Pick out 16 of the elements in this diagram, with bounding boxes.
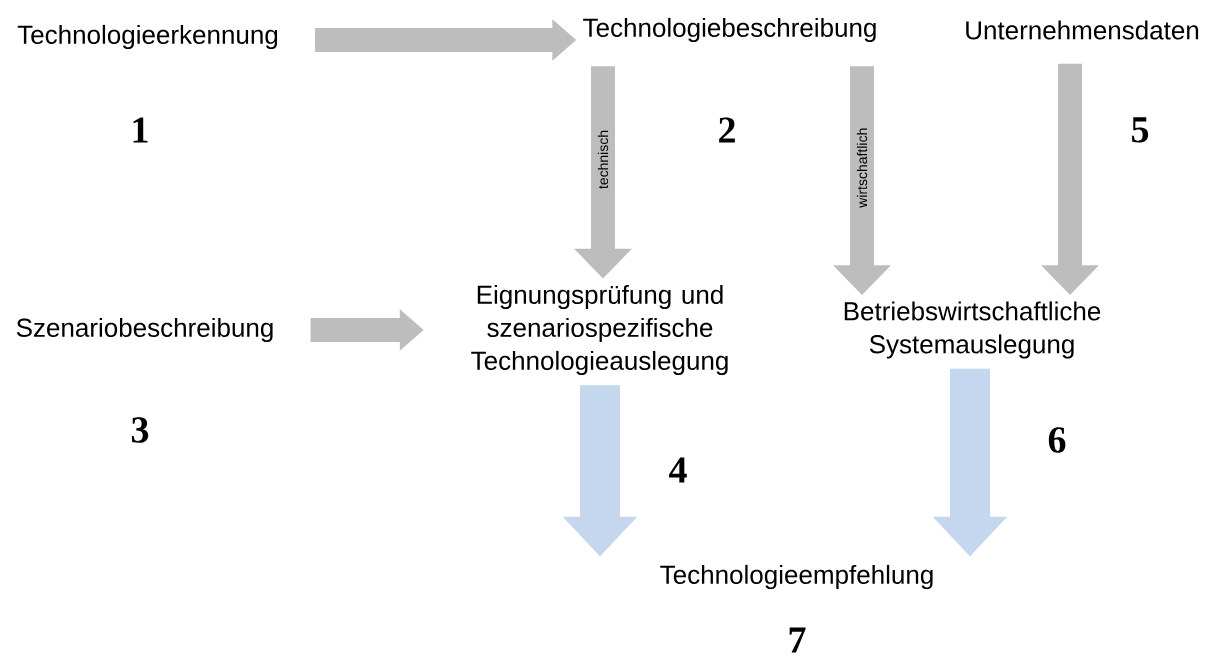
step-text: Technologiebeschreibung xyxy=(583,17,876,43)
step-text: Betriebswirtschaftliche Systemauslegung xyxy=(844,301,1101,359)
step-text: Eignungsprüfung und szenariospezifische Technologieauslegung xyxy=(471,284,728,376)
step-text: Szenariobeschreibung xyxy=(16,317,273,343)
step-number: 1 xyxy=(133,117,148,143)
step-number: 3 xyxy=(131,417,149,443)
step-number: 4 xyxy=(669,457,687,483)
step-text: Unternehmensdaten xyxy=(966,20,1199,40)
edge-label: technisch xyxy=(597,130,609,189)
step-text: Technologieempfehlung xyxy=(660,564,933,590)
step-number: 7 xyxy=(789,627,806,653)
step-number: 6 xyxy=(1048,427,1066,453)
edge-label: wirtschaftlich xyxy=(856,128,868,208)
step-number: 5 xyxy=(1132,117,1149,143)
step-number: 2 xyxy=(719,117,735,143)
step-text: Technologieerkennung xyxy=(17,24,278,50)
